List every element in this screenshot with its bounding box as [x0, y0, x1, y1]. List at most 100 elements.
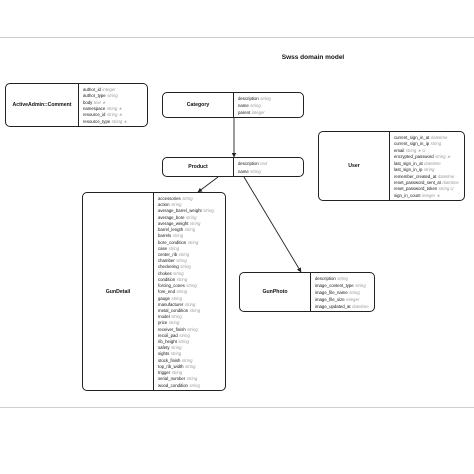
attribute-type: datetime	[424, 160, 441, 166]
attribute-name: trigger	[158, 370, 171, 376]
attribute-type: string	[186, 376, 198, 382]
attribute-name: price	[158, 320, 168, 326]
attribute-type: string	[184, 301, 196, 307]
attribute-type: string	[171, 295, 182, 301]
attribute-name: last_sign_in_ip	[394, 167, 423, 173]
attribute-type: datetime	[430, 135, 448, 140]
attribute-name: chamber	[158, 258, 175, 264]
attribute-type: string	[355, 282, 366, 288]
attribute-name: image_file_size	[315, 296, 345, 302]
attribute-name: image_content_type	[315, 282, 354, 288]
attribute-name: bore_condition	[158, 239, 187, 245]
attribute-name: namespace	[83, 106, 106, 112]
attribute-name: description	[315, 276, 336, 281]
attribute-name: recoil_pad	[158, 332, 178, 338]
attribute-type: string	[107, 93, 118, 99]
attribute-name: condition	[158, 276, 176, 282]
attribute-type: string	[170, 351, 182, 357]
attribute-type: string	[181, 357, 193, 363]
attribute-name: fore_end	[158, 289, 175, 295]
edge-product-gunphoto	[243, 176, 302, 273]
attribute-name: average_bore	[158, 214, 185, 220]
attribute-name: stock_finish	[158, 357, 181, 363]
attribute-name: accessories	[158, 196, 181, 201]
attribute-name: encrypted_password	[394, 154, 434, 160]
attribute-name: reset_password_token	[394, 186, 438, 192]
attribute-name: author_type	[83, 93, 106, 99]
edge-product-gundetail	[197, 176, 219, 193]
attribute-type: string	[189, 307, 201, 313]
attribute-type: string	[178, 251, 190, 257]
attribute-name: gauge	[158, 295, 170, 301]
attribute-name: serial_number	[158, 376, 186, 382]
attribute-name: image_file_name	[315, 289, 348, 295]
attribute-name: case	[158, 245, 168, 251]
attribute-type: string	[189, 220, 201, 226]
attribute-name: top_rib_width	[158, 363, 184, 369]
attribute-name: forcing_cones	[158, 283, 185, 289]
attribute-type: string	[172, 233, 184, 239]
attribute-type: string U	[438, 186, 454, 192]
attribute-name: reset_password_sent_at	[394, 179, 441, 185]
attribute-type: string	[176, 258, 187, 264]
attribute-type: string	[187, 326, 198, 332]
diagram-title: Swss domain model	[281, 54, 345, 61]
attribute-type: text	[260, 161, 268, 166]
attribute-type: string	[189, 382, 200, 388]
attribute-name: current_sign_in_ip	[394, 141, 430, 147]
attribute-type: string	[182, 196, 193, 201]
attribute-name: last_sign_in_at	[394, 160, 423, 166]
entity-name: Product	[188, 164, 208, 170]
attribute-type: string	[173, 270, 184, 276]
attribute-name: barrels	[158, 233, 172, 239]
attribute-type: string	[430, 141, 442, 147]
attribute-name: body	[83, 99, 93, 105]
attribute-type: string	[260, 96, 271, 101]
attribute-type: string	[170, 202, 182, 208]
attribute-name: checkering	[158, 264, 179, 270]
attribute-type: string	[170, 345, 182, 351]
